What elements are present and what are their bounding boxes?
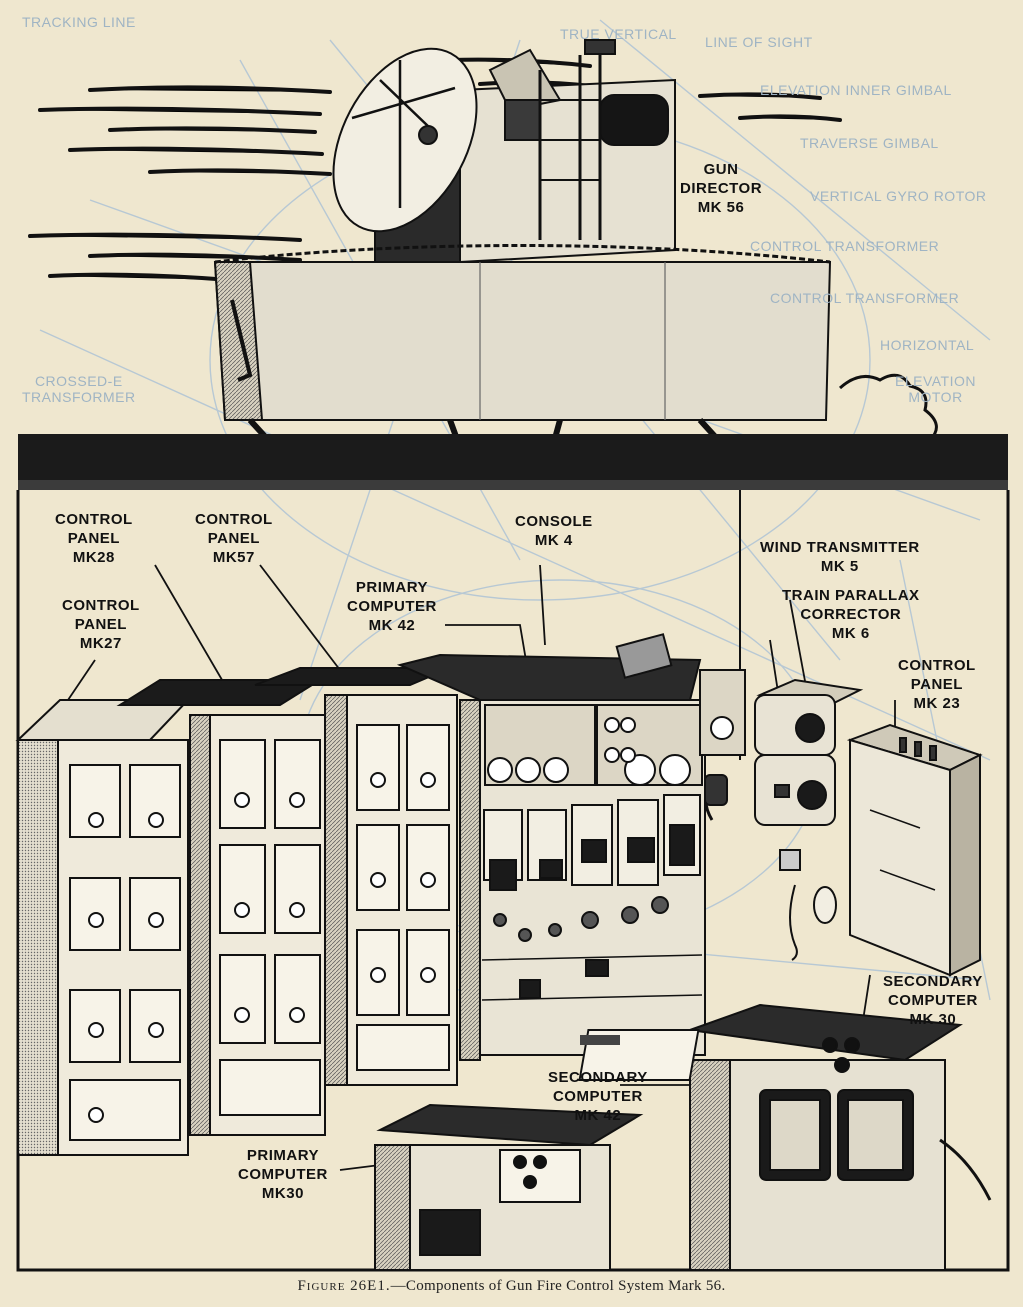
bg-text-horizontal: HORIZONTAL	[880, 337, 975, 353]
label-pc-mk42-line1: PRIMARY	[355, 579, 428, 596]
label-sc-mk42-line2: COMPUTER	[552, 1088, 643, 1105]
label-control-panel-mk28: CONTROL PANEL MK28	[55, 510, 133, 567]
label-control-panel-mk27: CONTROL PANEL MK27	[62, 596, 140, 653]
bg-text-control-transformer-1: CONTROL TRANSFORMER	[750, 238, 940, 254]
label-pc-mk30-line1: PRIMARY	[246, 1147, 319, 1164]
label-primary-computer-mk30: PRIMARY COMPUTER MK30	[238, 1146, 328, 1203]
bg-text-control-transformer-2: CONTROL TRANSFORMER	[770, 290, 960, 306]
control-panel-mk57-cabinet	[254, 667, 458, 1086]
label-sc-mk30-line3: MK 30	[909, 1011, 957, 1028]
label-sc-mk42-line3: MK 42	[574, 1107, 622, 1124]
label-mk57-line2: PANEL	[207, 530, 260, 547]
wind-transmitter-and-parallax-corrector	[754, 678, 864, 961]
label-sc-mk30-line2: COMPUTER	[887, 992, 978, 1009]
label-mk57-line3: MK57	[212, 549, 255, 566]
bg-text-true-vertical: TRUE VERTICAL	[560, 26, 677, 42]
label-wind-line1: WIND TRANSMITTER	[760, 539, 920, 556]
label-control-panel-mk23: CONTROL PANEL MK 23	[898, 656, 976, 713]
label-gun-director-line2: DIRECTOR	[680, 180, 763, 197]
control-panel-mk28-cabinet	[116, 679, 326, 1136]
label-pc-mk42-line2: COMPUTER	[347, 598, 437, 615]
label-mk23-line2: PANEL	[910, 676, 963, 693]
figure-caption-text: —Components of Gun Fire Control System M…	[390, 1278, 726, 1294]
label-mk23-line3: MK 23	[913, 695, 961, 712]
control-panel-mk23	[846, 723, 983, 977]
label-parallax-line3: MK 6	[831, 625, 870, 642]
label-mk23-line1: CONTROL	[898, 657, 976, 674]
label-wind-line2: MK 5	[820, 558, 859, 575]
label-gun-director-line3: MK 56	[697, 199, 745, 216]
label-control-panel-mk57: CONTROL PANEL MK57	[195, 510, 273, 567]
label-secondary-computer-mk42: SECONDARY COMPUTER MK 42	[548, 1068, 648, 1125]
bg-text-tracking-line: TRACKING LINE	[22, 14, 136, 30]
label-mk27-line1: CONTROL	[62, 597, 140, 614]
floor-grate	[580, 1035, 620, 1045]
bg-text-line-of-sight: LINE OF SIGHT	[705, 34, 813, 50]
bg-text-traverse-gimbal: TRAVERSE GIMBAL	[800, 135, 939, 151]
label-wind-transmitter-mk5: WIND TRANSMITTER MK 5	[760, 538, 920, 576]
label-console-mk4: CONSOLE MK 4	[515, 512, 593, 550]
gun-director	[213, 39, 938, 478]
label-sc-mk30-line1: SECONDARY	[883, 973, 983, 990]
label-train-parallax-corrector-mk6: TRAIN PARALLAX CORRECTOR MK 6	[782, 586, 920, 643]
label-secondary-computer-mk30: SECONDARY COMPUTER MK 30	[883, 972, 983, 1029]
figure-caption: Figure 26E1.—Components of Gun Fire Cont…	[0, 1278, 1023, 1295]
label-mk27-line2: PANEL	[74, 616, 127, 633]
label-pc-mk30-line2: COMPUTER	[238, 1166, 328, 1183]
bg-text-crossed-e-line1: CROSSED-E	[34, 373, 123, 389]
figure-number: Figure 26E1.	[297, 1278, 391, 1294]
label-parallax-line1: TRAIN PARALLAX	[782, 587, 920, 604]
label-gun-director: GUN DIRECTOR MK 56	[680, 160, 762, 217]
label-gun-director-line1: GUN	[703, 161, 739, 178]
bg-text-elevation-motor-line1: ELEVATION	[895, 373, 977, 389]
label-mk28-line3: MK28	[72, 549, 115, 566]
label-mk57-line1: CONTROL	[195, 511, 273, 528]
label-pc-mk42-line3: MK 42	[368, 617, 416, 634]
console-mk4	[396, 633, 746, 1061]
label-pc-mk30-line3: MK30	[261, 1185, 304, 1202]
bg-text-crossed-e-transformer: CROSSED-E TRANSFORMER	[22, 373, 136, 405]
label-primary-computer-mk42: PRIMARY COMPUTER MK 42	[347, 578, 437, 635]
label-sc-mk42-line1: SECONDARY	[548, 1069, 648, 1086]
bg-text-elevation-motor-line2: MOTOR	[908, 389, 963, 405]
label-mk28-line1: CONTROL	[55, 511, 133, 528]
label-mk27-line3: MK27	[79, 635, 122, 652]
bg-text-elevation-inner-gimbal: ELEVATION INNER GIMBAL	[760, 82, 952, 98]
secondary-computers	[578, 1003, 992, 1271]
label-parallax-line2: CORRECTOR	[800, 606, 902, 623]
bg-text-crossed-e-line2: TRANSFORMER	[22, 389, 136, 405]
control-panel-mk27-cabinet	[15, 699, 191, 1156]
bg-text-elevation-motor: ELEVATION MOTOR	[895, 373, 976, 405]
bg-text-vertical-gyro-rotor: VERTICAL GYRO ROTOR	[810, 188, 987, 204]
label-console-line2: MK 4	[534, 532, 573, 549]
deck-band	[18, 434, 1008, 490]
label-console-line1: CONSOLE	[515, 513, 593, 530]
label-mk28-line2: PANEL	[67, 530, 120, 547]
primary-computer-mk30	[374, 1103, 644, 1271]
